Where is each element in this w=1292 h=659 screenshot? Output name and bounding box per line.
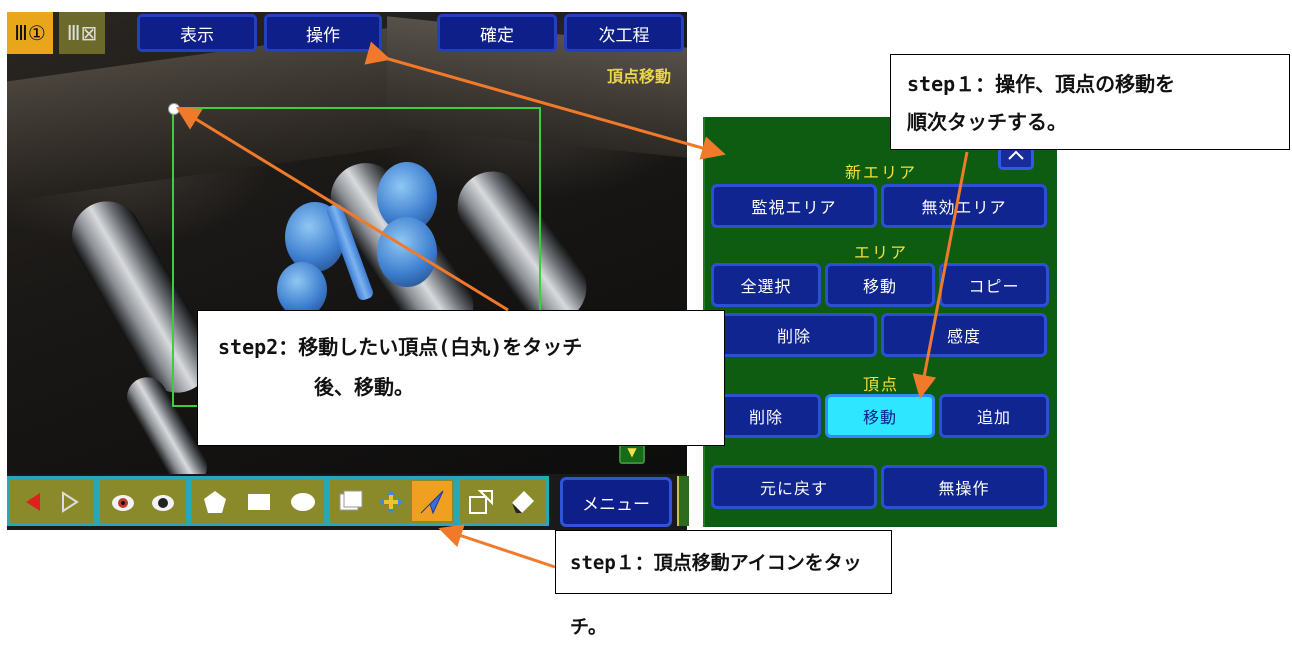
camera-1-icon: Ⅲ① bbox=[14, 21, 46, 45]
vertex-move-button[interactable]: 移動 bbox=[825, 394, 935, 438]
toolbar-edge bbox=[677, 476, 689, 526]
area-copy-button[interactable]: コピー bbox=[939, 263, 1049, 307]
eye-closed-icon[interactable] bbox=[150, 489, 176, 515]
nav-group bbox=[7, 476, 97, 526]
arrow-step1-to-icon bbox=[438, 524, 556, 569]
shape-group bbox=[189, 476, 327, 526]
eye-open-icon[interactable] bbox=[110, 489, 136, 515]
menu-button[interactable]: メニュー bbox=[560, 477, 672, 527]
area-move-button[interactable]: 移動 bbox=[825, 263, 935, 307]
eye-group bbox=[97, 476, 189, 526]
ellipse-icon[interactable] bbox=[290, 489, 316, 515]
no-operation-button[interactable]: 無操作 bbox=[881, 465, 1047, 509]
area-label: エリア bbox=[853, 243, 908, 262]
arrow-callout-to-vertex-move bbox=[912, 151, 969, 399]
arrow-step2-to-vertex bbox=[175, 106, 509, 312]
callout-line: step2：移動したい頂点(白丸)をタッチ bbox=[218, 335, 583, 359]
annotation-arrows bbox=[175, 41, 969, 569]
display-button[interactable]: 表示 bbox=[137, 14, 257, 52]
callout-line: 後、移動。 bbox=[314, 375, 414, 399]
vertex-label: 頂点 bbox=[862, 375, 899, 394]
bottom-toolbar: メニュー bbox=[7, 474, 689, 530]
camera-off-icon: Ⅲ⊠ bbox=[66, 21, 98, 45]
move-icon[interactable] bbox=[378, 489, 404, 515]
select-all-button[interactable]: 全選択 bbox=[711, 263, 821, 307]
vertex-delete-button[interactable]: 削除 bbox=[711, 394, 821, 438]
chevron-up-icon bbox=[1008, 150, 1024, 160]
callout-line: 順次タッチする。 bbox=[907, 110, 1067, 134]
edit-group bbox=[327, 476, 457, 526]
callout-step1-operate: step１：操作、頂点の移動を 順次タッチする。 bbox=[890, 54, 1290, 150]
camera-1-indicator[interactable]: Ⅲ① bbox=[7, 12, 53, 54]
camera-2-indicator[interactable]: Ⅲ⊠ bbox=[59, 12, 105, 54]
pentagon-icon[interactable] bbox=[202, 489, 228, 515]
vertex-add-button[interactable]: 追加 bbox=[939, 394, 1049, 438]
operation-panel: 新エリア 監視エリア 無効エリア エリア 全選択 移動 コピー 削除 感度 頂点… bbox=[703, 117, 1057, 527]
blue-roller bbox=[277, 262, 327, 317]
exclude-area-icon[interactable] bbox=[468, 489, 494, 515]
callout-step2: step2：移動したい頂点(白丸)をタッチ 後、移動。 bbox=[197, 310, 725, 446]
vertex-move-icon[interactable] bbox=[419, 489, 445, 515]
active-tool-highlight bbox=[412, 481, 452, 521]
eraser-icon[interactable] bbox=[510, 489, 536, 515]
callout-line: step１：操作、頂点の移動を bbox=[907, 72, 1176, 96]
copy-area-icon[interactable] bbox=[338, 489, 364, 515]
prev-arrow-icon[interactable] bbox=[20, 489, 46, 515]
monitor-area-button[interactable]: 監視エリア bbox=[711, 184, 877, 228]
invalid-area-button[interactable]: 無効エリア bbox=[881, 184, 1047, 228]
rectangle-icon[interactable] bbox=[246, 489, 272, 515]
new-area-label: 新エリア bbox=[844, 163, 917, 182]
blue-roller bbox=[377, 217, 437, 287]
exclude-group bbox=[457, 476, 549, 526]
sensitivity-button[interactable]: 感度 bbox=[881, 313, 1047, 357]
arrow-operate-to-panel bbox=[364, 41, 726, 160]
triangle-down-icon: ▼ bbox=[627, 445, 637, 459]
next-arrow-icon[interactable] bbox=[56, 489, 82, 515]
operate-button[interactable]: 操作 bbox=[264, 14, 382, 52]
undo-button[interactable]: 元に戻す bbox=[711, 465, 877, 509]
